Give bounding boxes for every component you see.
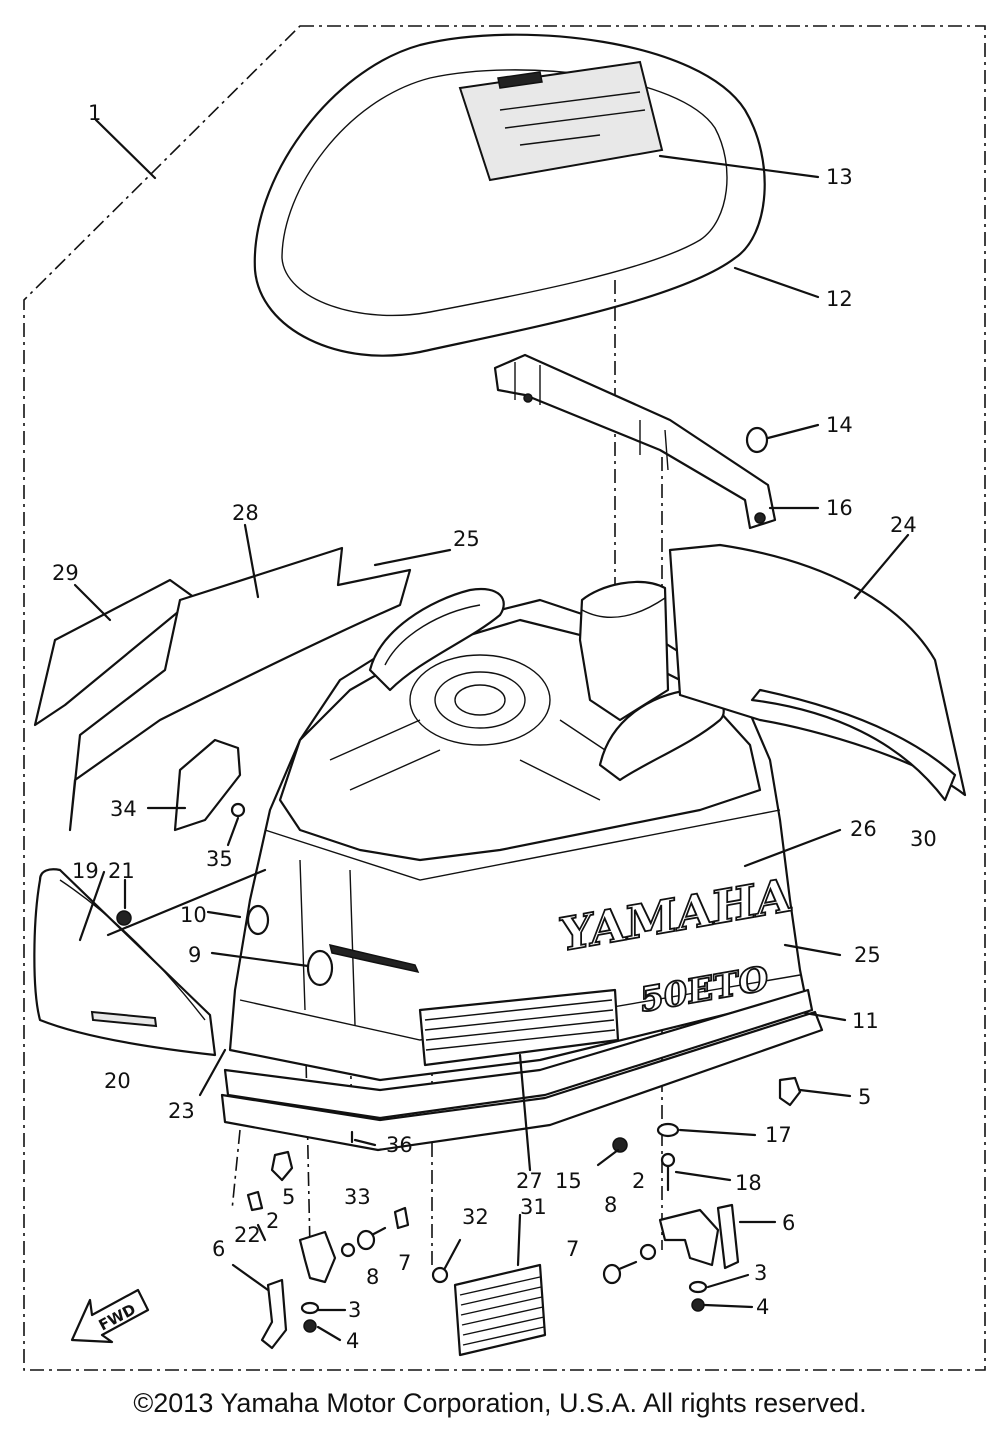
part-label: 3 <box>754 1261 767 1285</box>
part-label: 4 <box>756 1295 769 1319</box>
part-label: 10 <box>180 903 207 927</box>
part-label: 20 <box>104 1069 131 1093</box>
hook-bracket <box>493 353 777 530</box>
decal-30 <box>750 688 957 802</box>
decal-28 <box>68 546 412 832</box>
bracket-34 <box>173 738 242 832</box>
part-label: 18 <box>735 1171 762 1195</box>
part-label: 25 <box>854 943 881 967</box>
grille-cover <box>431 1263 547 1357</box>
leader-lines <box>73 118 910 1342</box>
part-label: 14 <box>826 413 853 437</box>
bottom-cowling <box>220 580 824 1152</box>
part-label: 8 <box>366 1265 379 1289</box>
part-label: 34 <box>110 797 137 821</box>
part-label: 11 <box>852 1009 879 1033</box>
part-label: 21 <box>108 859 135 883</box>
part-label: 27 <box>516 1169 543 1193</box>
part-label: 24 <box>890 513 917 537</box>
part-label: 19 <box>72 859 99 883</box>
part-label: 2 <box>266 1209 279 1233</box>
hole-10 <box>246 904 270 936</box>
assembly-boundary <box>23 25 986 1371</box>
part-label: 4 <box>346 1329 359 1353</box>
part-label: 28 <box>232 501 259 525</box>
part-label: 33 <box>344 1185 371 1209</box>
nut-21 <box>116 910 132 926</box>
part-label: 25 <box>453 527 480 551</box>
part-label: 5 <box>858 1085 871 1109</box>
part-label: 35 <box>206 847 233 871</box>
vent-grille <box>418 988 620 1067</box>
part-label: 31 <box>520 1195 547 1219</box>
nut-35 <box>230 802 246 818</box>
hole-9 <box>306 949 334 987</box>
grommet <box>745 426 769 454</box>
part-label: 32 <box>462 1205 489 1229</box>
part-label: 36 <box>386 1133 413 1157</box>
part-label: 12 <box>826 287 853 311</box>
part-label: 1 <box>88 101 101 125</box>
hardware <box>246 1076 802 1350</box>
fwd-arrow: FWD <box>70 1288 150 1344</box>
part-label: 26 <box>850 817 877 841</box>
part-label: 29 <box>52 561 79 585</box>
part-label: 6 <box>782 1211 795 1235</box>
part-label: 5 <box>282 1185 295 1209</box>
part-label: 8 <box>604 1193 617 1217</box>
part-label: 2 <box>632 1169 645 1193</box>
copyright-notice: ©2013 Yamaha Motor Corporation, U.S.A. A… <box>133 1388 867 1418</box>
part-label: 3 <box>348 1298 361 1322</box>
part-label: 9 <box>188 943 201 967</box>
part-label: 7 <box>398 1251 411 1275</box>
part-label: 30 <box>910 827 937 851</box>
part-label: 16 <box>826 496 853 520</box>
part-label: 7 <box>566 1237 579 1261</box>
part-label: 13 <box>826 165 853 189</box>
top-cover <box>253 33 766 357</box>
part-label: 17 <box>765 1123 792 1147</box>
part-label: 6 <box>212 1237 225 1261</box>
front-panel <box>33 868 217 1057</box>
part-label: 22 <box>234 1223 261 1247</box>
part-label: 23 <box>168 1099 195 1123</box>
part-labels: 1 13 12 14 16 24 25 28 29 34 35 30 26 21… <box>52 101 937 1353</box>
part-label: 15 <box>555 1169 582 1193</box>
decal-29 <box>33 578 197 727</box>
